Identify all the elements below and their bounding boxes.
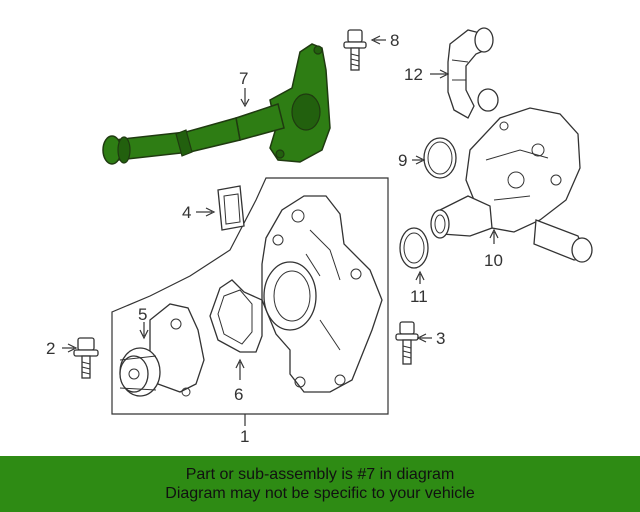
callout-11: 11 bbox=[410, 287, 428, 306]
callout-8: 8 bbox=[390, 31, 399, 50]
info-banner: Part or sub-assembly is #7 in diagram Di… bbox=[0, 456, 640, 512]
part-2-bolt[interactable] bbox=[73, 337, 99, 379]
callout-12: 12 bbox=[404, 65, 423, 84]
banner-line-2: Diagram may not be specific to your vehi… bbox=[165, 485, 475, 502]
part-7-coolant-pipe[interactable] bbox=[102, 43, 331, 165]
parts-diagram: 7 8 12 9 4 10 11 5 2 3 6 1 bbox=[46, 27, 593, 446]
part-5-water-pump[interactable] bbox=[119, 303, 205, 397]
part-12-hose[interactable] bbox=[447, 27, 499, 119]
callout-1: 1 bbox=[240, 427, 249, 446]
part-8-bolt[interactable] bbox=[343, 29, 367, 71]
assembly-outline bbox=[111, 177, 389, 415]
callout-2: 2 bbox=[46, 339, 55, 358]
callout-6: 6 bbox=[234, 385, 243, 404]
callout-4: 4 bbox=[182, 203, 191, 222]
callout-3: 3 bbox=[436, 329, 445, 348]
part-1-housing[interactable] bbox=[261, 195, 383, 393]
callout-7: 7 bbox=[239, 69, 248, 88]
part-4-seal[interactable] bbox=[217, 185, 245, 231]
part-10-thermostat-housing[interactable] bbox=[430, 107, 593, 263]
callout-5: 5 bbox=[138, 305, 147, 324]
part-3-bolt[interactable] bbox=[395, 321, 419, 365]
callout-9: 9 bbox=[398, 151, 407, 170]
callout-10: 10 bbox=[484, 251, 503, 270]
part-9-o-ring[interactable] bbox=[423, 137, 457, 179]
banner-line-1: Part or sub-assembly is #7 in diagram bbox=[185, 466, 455, 483]
leader-lines bbox=[62, 35, 499, 426]
